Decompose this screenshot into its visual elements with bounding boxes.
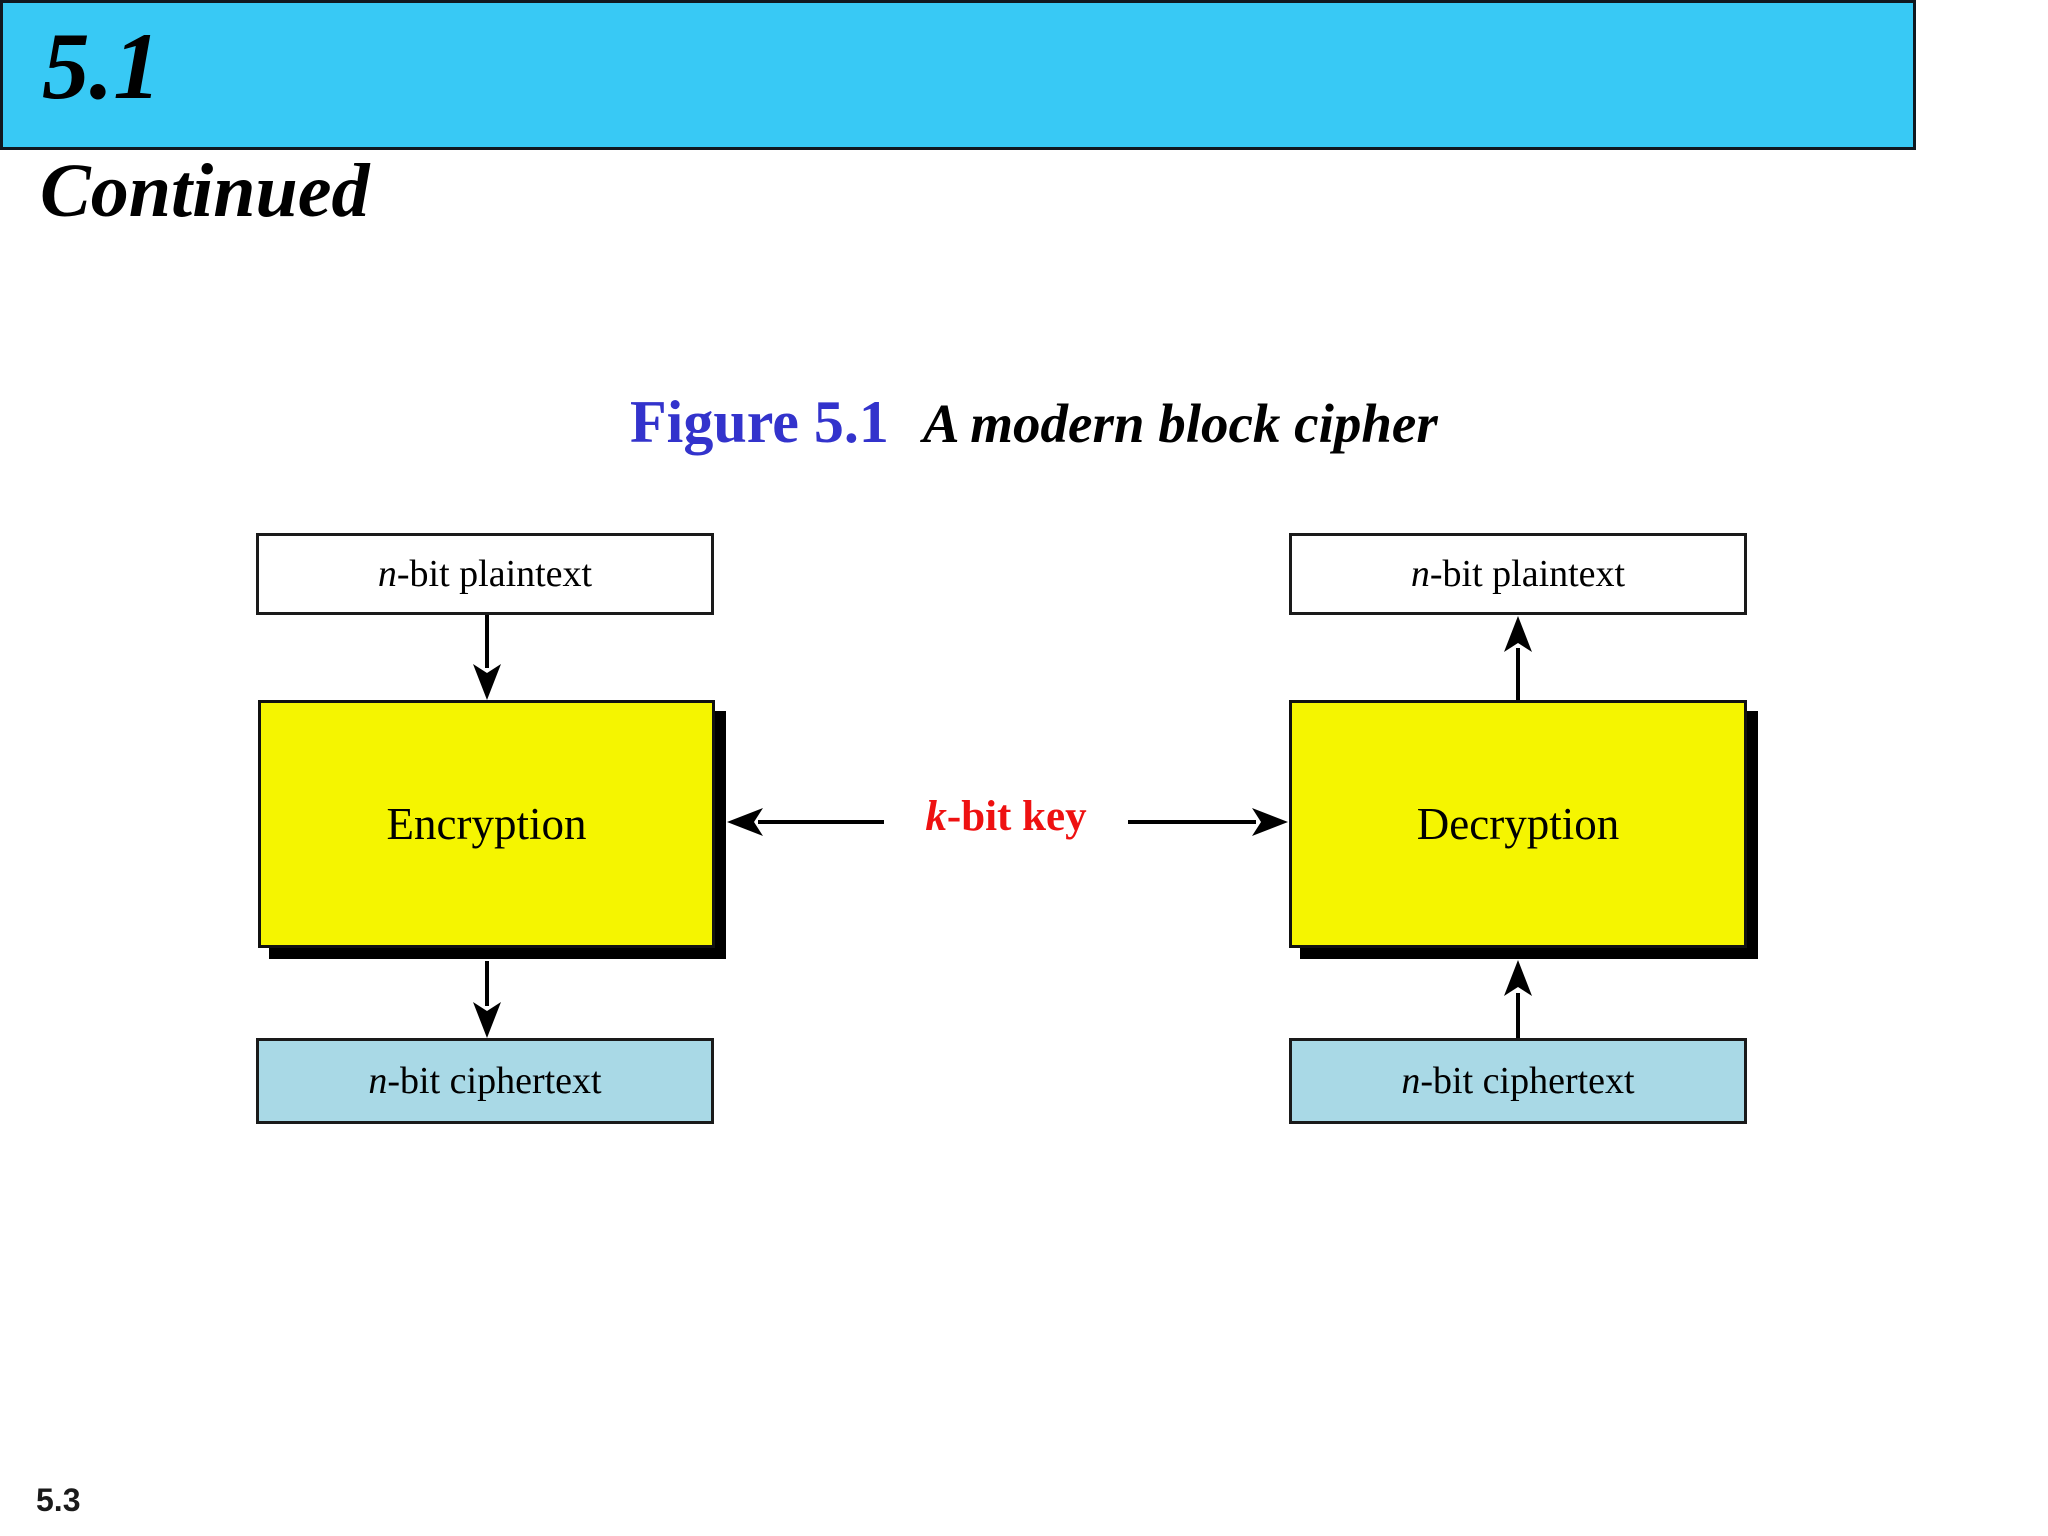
figure-label: Figure 5.1: [630, 389, 889, 455]
decryption-plaintext-box: n-bit plaintext: [1289, 533, 1747, 615]
encryption-box-label: Encryption: [386, 799, 587, 849]
encryption-box: Encryption: [258, 700, 715, 948]
section-banner: [0, 0, 1916, 150]
decryption-ciphertext-box: n-bit ciphertext: [1289, 1038, 1747, 1124]
decryption-plaintext-label: n-bit plaintext: [1410, 553, 1626, 595]
figure-caption: Figure 5.1 A modern block cipher: [630, 388, 1438, 457]
encryption-plaintext-label: n-bit plaintext: [377, 553, 593, 595]
encryption-ciphertext-box: n-bit ciphertext: [256, 1038, 714, 1124]
figure-title: A modern block cipher: [922, 393, 1438, 454]
decryption-box-label: Decryption: [1416, 799, 1620, 849]
arrow-encryption-to-ciphertext: [473, 961, 501, 1038]
encryption-plaintext-box: n-bit plaintext: [256, 533, 714, 615]
arrow-plaintext-to-encryption: [473, 615, 501, 700]
page-number: 5.3: [36, 1482, 81, 1518]
section-continued: Continued: [40, 149, 370, 233]
decryption-box: Decryption: [1289, 700, 1747, 948]
decryption-ciphertext-label: n-bit ciphertext: [1401, 1060, 1635, 1102]
arrow-key-to-decryption: [1128, 808, 1288, 836]
arrow-ciphertext-to-decryption: [1504, 960, 1532, 1038]
arrow-key-to-encryption: [727, 808, 884, 836]
key-label: k-bit key: [925, 793, 1087, 840]
arrow-decryption-to-plaintext: [1504, 616, 1532, 700]
encryption-ciphertext-label: n-bit ciphertext: [368, 1060, 602, 1102]
section-number: 5.1: [42, 13, 161, 119]
